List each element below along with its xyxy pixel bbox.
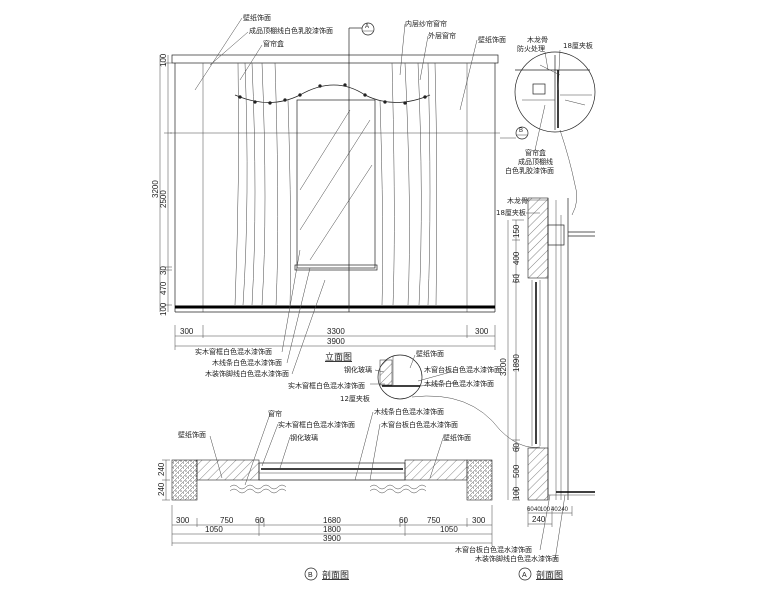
dim-v: 500: [512, 464, 521, 478]
section-marker-b: [515, 126, 529, 140]
dim-v: 60: [512, 274, 521, 283]
label-sill-board: 木窗台板白色混水漆饰面: [424, 365, 501, 374]
section-a-marker-label: A: [522, 572, 527, 579]
label-wallpaper: 壁纸饰面: [416, 349, 444, 358]
dim-h: 240: [558, 507, 569, 513]
label-wallpaper-left: 壁纸饰面: [243, 13, 271, 22]
label-keel: 木龙骨: [507, 196, 528, 205]
section-b-marker: [304, 567, 318, 581]
label-frame: 实木窗框白色混水漆饰面: [278, 420, 355, 429]
dim-v: 240: [157, 482, 166, 496]
section-a-title: 剖面图: [536, 569, 563, 581]
label-curtain-box: 窗帘盒: [263, 39, 284, 48]
label-outer-curtain: 外层窗帘: [428, 31, 456, 40]
dim-v: 400: [512, 251, 521, 265]
label-molding-finish: 白色乳胶漆饰面: [505, 166, 554, 175]
window-sill: [294, 264, 378, 271]
dim-h: 100: [540, 507, 551, 513]
dim-h: 1680: [323, 516, 341, 525]
label-glass: 钢化玻璃: [344, 365, 372, 374]
label-wallpaper-right: 壁纸饰面: [443, 433, 471, 442]
cornice: [171, 54, 499, 64]
dim-v: 470: [159, 281, 168, 295]
dim-h: 40: [551, 507, 558, 513]
label-frame: 实木窗框白色混水漆饰面: [195, 347, 272, 356]
elevation-view: A 壁纸饰面 成品顶棚线白色乳胶漆饰面 窗帘盒 内层纱帘窗帘 外层窗帘 壁纸饰面…: [151, 13, 506, 378]
label-glass: 钢化玻璃: [290, 433, 318, 442]
dim-h: 3300: [327, 327, 345, 336]
curtain-plan-right: [369, 484, 427, 494]
curtain-plan-left: [229, 484, 287, 494]
dim-h-total: 240: [532, 515, 546, 524]
dim-h: 1050: [440, 525, 458, 534]
dim-h-total: 3900: [323, 534, 341, 543]
label-frame: 实木窗框白色混水漆饰面: [288, 381, 365, 390]
dim-h: 750: [427, 516, 441, 525]
window-glass: [296, 99, 376, 269]
label-plywood: 18厘夹板: [496, 208, 526, 217]
dim-v: 60: [512, 443, 521, 452]
label-sill-board: 木窗台板白色混水漆饰面: [455, 545, 532, 554]
section-marker-b-label: B: [519, 128, 523, 134]
label-plywood: 18厘夹板: [563, 41, 593, 50]
dim-v: 100: [512, 486, 521, 500]
label-keel: 木龙骨: [527, 35, 548, 44]
section-marker-a: [361, 22, 375, 36]
dim-h: 40: [534, 507, 541, 513]
dim-v: 1890: [512, 354, 521, 372]
label-wood-strip: 木线条白色混水漆饰面: [212, 358, 282, 367]
dim-h: 1050: [205, 525, 223, 534]
curtain-right: [379, 62, 438, 306]
section-marker-a-label: A: [365, 24, 369, 30]
label-plywood: 12厘夹板: [340, 394, 370, 403]
section-b-view: 壁纸饰面 窗帘 实木窗框白色混水漆饰面 钢化玻璃 木线条白色混水漆饰面 木窗台板…: [157, 407, 493, 581]
section-b-title: 剖面图: [322, 569, 349, 581]
section-a-view: rect 木龙骨 18厘夹板 150 400 60 1890 60 500 10…: [455, 196, 595, 581]
label-curtain: 窗帘: [268, 409, 282, 418]
label-wood-strip: 木线条白色混水漆饰面: [374, 407, 444, 416]
top-detail: 木龙骨 防火处理 18厘夹板 B 窗帘盒 成品顶棚线 白色乳胶漆饰面: [500, 35, 596, 216]
dim-h: 300: [475, 327, 489, 336]
dim-h: 1800: [323, 525, 341, 534]
dim-h: 60: [399, 516, 408, 525]
curtain-left: [234, 62, 291, 306]
dim-v: 240: [157, 462, 166, 476]
dim-v-total: 3200: [499, 358, 508, 376]
section-b-marker-label: B: [308, 572, 313, 579]
label-curtain-box: 窗帘盒: [525, 148, 546, 157]
dim-v: 30: [159, 266, 168, 275]
dim-h: 300: [180, 327, 194, 336]
dim-v: 2500: [159, 190, 168, 208]
label-skirting: 木装饰脚线白色混水漆饰面: [475, 554, 559, 563]
label-molding: 成品顶棚线: [518, 157, 553, 166]
label-sill-board: 木窗台板白色混水漆饰面: [381, 420, 458, 429]
dim-v: 150: [512, 224, 521, 238]
dim-h: 60: [527, 507, 534, 513]
label-wallpaper-right: 壁纸饰面: [478, 35, 506, 44]
label-wallpaper-left: 壁纸饰面: [178, 430, 206, 439]
label-inner-sheer: 内层纱帘窗帘: [405, 19, 447, 28]
dim-v: 100: [159, 302, 168, 316]
label-fireproof: 防火处理: [517, 44, 545, 53]
dim-h-total: 3900: [327, 337, 345, 346]
dim-h: 300: [472, 516, 486, 525]
section-a-marker: [518, 567, 532, 581]
dim-h: 300: [176, 516, 190, 525]
label-skirting: 木装饰脚线白色混水漆饰面: [205, 369, 289, 378]
label-wood-strip: 木线条白色混水漆饰面: [424, 379, 494, 388]
elevation-title: 立面图: [325, 351, 352, 363]
dim-h: 60: [255, 516, 264, 525]
dim-h: 750: [220, 516, 234, 525]
dim-v: 100: [159, 53, 168, 67]
sill-detail: 壁纸饰面 钢化玻璃 木窗台板白色混水漆饰面 木线条白色混水漆饰面 实木窗框白色混…: [288, 349, 541, 448]
label-ceiling-molding: 成品顶棚线白色乳胶漆饰面: [249, 26, 333, 35]
dim-v-total: 3200: [151, 180, 160, 198]
